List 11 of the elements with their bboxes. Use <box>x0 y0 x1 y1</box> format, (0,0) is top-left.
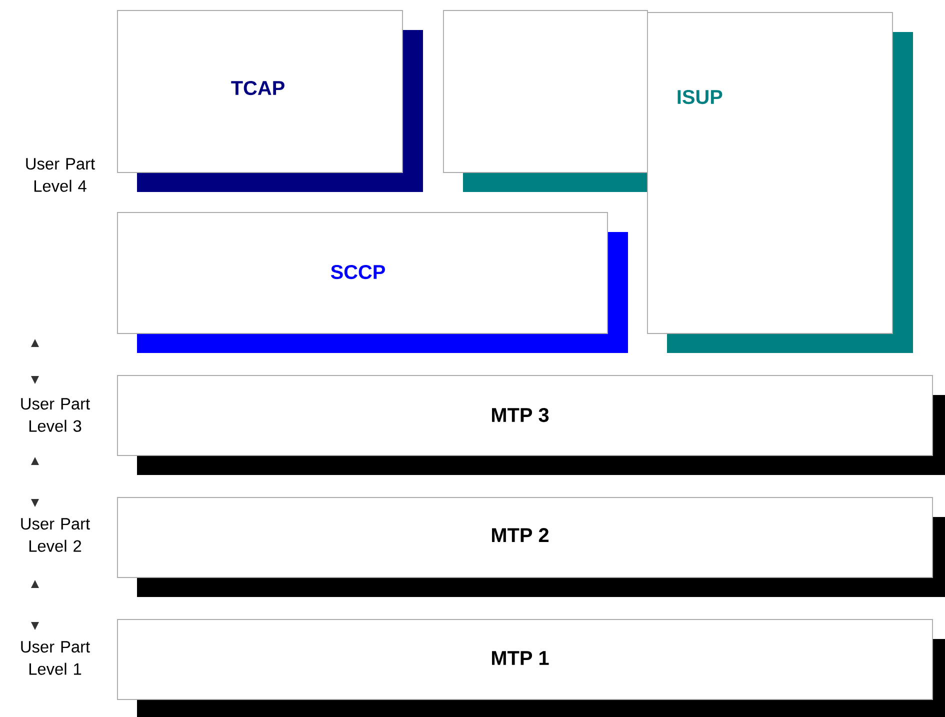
layer-box: SCCP <box>117 212 628 353</box>
level-label: User Part Level 1 <box>21 641 90 675</box>
level-label: User Part Level 3 <box>21 398 90 432</box>
layer-box: MTP 1 <box>117 619 945 717</box>
level-label: User Part Level 4 <box>26 158 95 192</box>
layer-box: MTP 3 <box>117 375 945 475</box>
layer-box: MTP 2 <box>117 497 945 597</box>
layer-box: TCAP <box>117 10 423 192</box>
layer-box: ISUP <box>647 12 913 353</box>
level-label: User Part Level 2 <box>21 518 90 552</box>
layer-box <box>443 10 648 192</box>
